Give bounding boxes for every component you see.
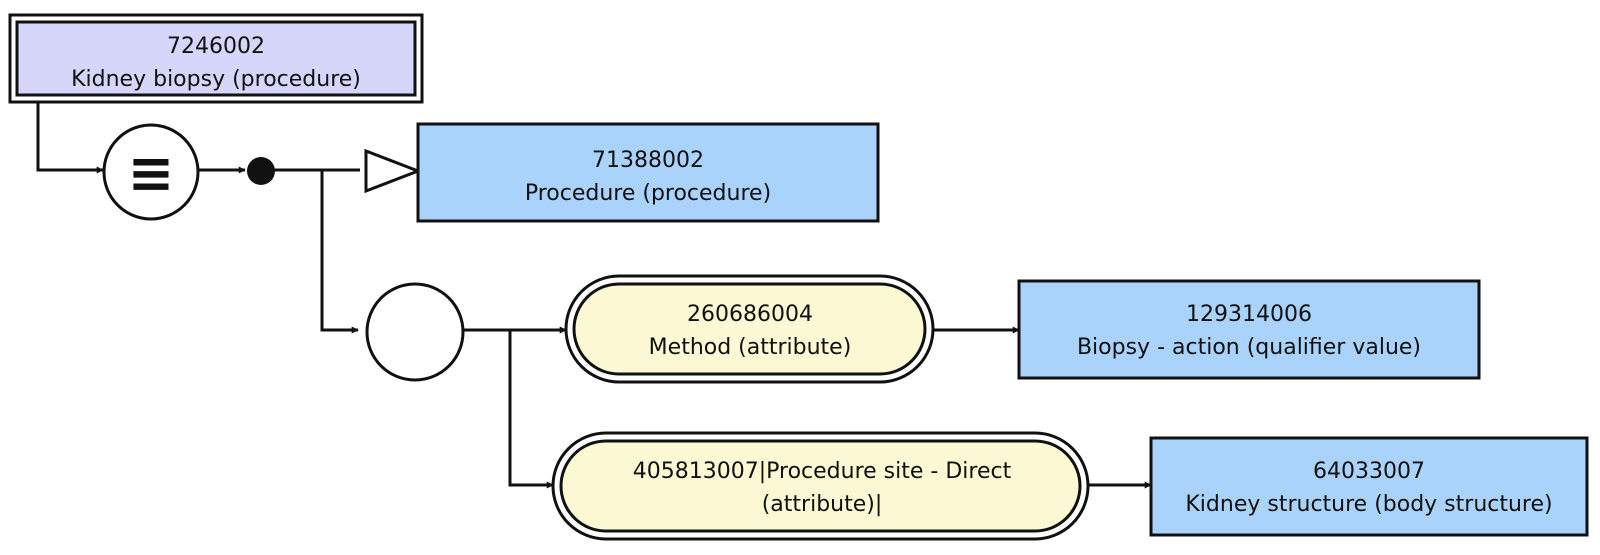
attribute-method: 260686004 Method (attribute) — [564, 274, 935, 384]
attribute-procedure-site-label: (attribute)| — [762, 492, 883, 517]
equivalence-icon: ≡ — [128, 141, 175, 206]
method-value-label: Biopsy - action (qualifier value) — [1077, 335, 1421, 360]
connectors — [36, 97, 1152, 489]
defined-concept-box: 7246002 Kidney biopsy (procedure) — [8, 13, 424, 104]
procedure-site-value-label: Kidney structure (body structure) — [1185, 492, 1552, 517]
connector-group-to-procedure-site — [508, 330, 554, 489]
method-value-box: 129314006 Biopsy - action (qualifier val… — [1017, 279, 1481, 380]
procedure-site-value-id: 64033007 — [1313, 459, 1425, 484]
parent-concept-label: Procedure (procedure) — [525, 181, 771, 206]
conjunction-dot — [247, 157, 275, 185]
is-a-arrowhead — [364, 148, 423, 194]
defined-concept-id: 7246002 — [167, 34, 265, 59]
connector-junction-to-group — [320, 170, 359, 334]
attribute-group-circle — [365, 282, 465, 382]
attribute-method-label: Method (attribute) — [649, 335, 852, 360]
procedure-site-value-box: 64033007 Kidney structure (body structur… — [1149, 436, 1589, 537]
equivalence-symbol: ≡ — [102, 123, 200, 221]
parent-concept-box: 71388002 Procedure (procedure) — [416, 122, 880, 223]
method-value-id: 129314006 — [1186, 302, 1312, 327]
attribute-procedure-site: 405813007|Procedure site - Direct (attri… — [551, 431, 1090, 541]
attribute-method-id: 260686004 — [687, 302, 813, 327]
parent-concept-id: 71388002 — [592, 148, 704, 173]
defined-concept-label: Kidney biopsy (procedure) — [71, 67, 361, 92]
connector-concept-to-equivalence — [36, 97, 104, 174]
attribute-procedure-site-id: 405813007|Procedure site - Direct — [633, 459, 1012, 484]
